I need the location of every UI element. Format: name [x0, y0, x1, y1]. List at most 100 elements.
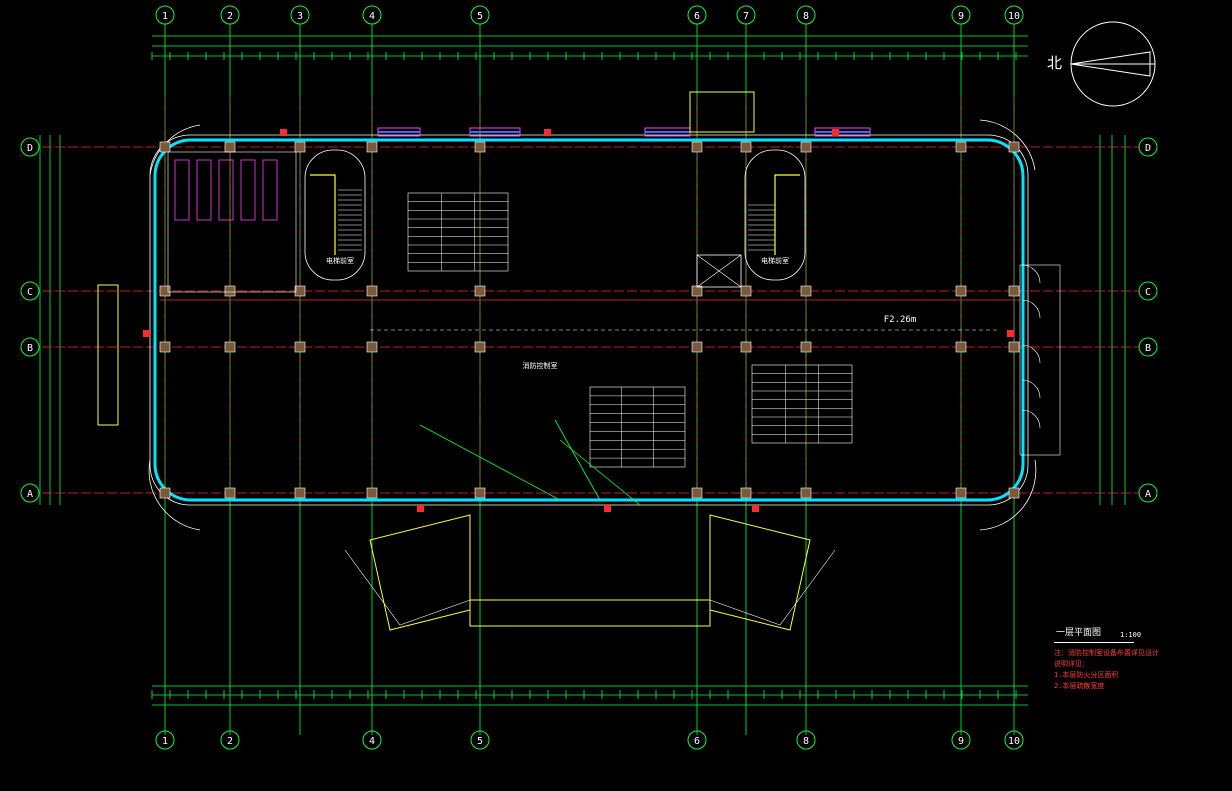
wall-arc	[979, 459, 1037, 531]
axis-label: 1	[162, 736, 168, 747]
axis-bubble	[1004, 5, 1024, 25]
column	[691, 341, 703, 353]
column	[740, 341, 752, 353]
axis-bubble	[362, 5, 382, 25]
equipment-table	[407, 192, 509, 272]
wall-arc	[979, 119, 1036, 171]
axis-bubble	[155, 5, 175, 25]
title-underline	[1054, 642, 1134, 643]
dimension-lines	[39, 35, 1126, 706]
stair-enclosure	[304, 149, 366, 281]
column	[1008, 487, 1020, 499]
column	[740, 141, 752, 153]
axis-bubble	[1004, 730, 1024, 750]
axis-label: 5	[477, 736, 483, 747]
column	[474, 487, 486, 499]
toilet-stall	[218, 159, 234, 221]
note-line: 2.本层疏散宽度	[1054, 682, 1105, 690]
column	[740, 285, 752, 297]
axis-bubble	[687, 730, 707, 750]
drawing-scale: 1:100	[1120, 631, 1142, 639]
column	[740, 487, 752, 499]
room-label: 消防控制室	[523, 361, 558, 370]
column	[955, 341, 967, 353]
north-arrow	[1070, 21, 1156, 107]
column	[224, 487, 236, 499]
axis-label: 9	[958, 11, 964, 22]
column	[474, 141, 486, 153]
axis-label: D	[27, 143, 33, 154]
column	[159, 285, 171, 297]
axis-label: 9	[958, 736, 964, 747]
axis-label: C	[1145, 287, 1151, 298]
axis-bubble	[951, 5, 971, 25]
axis-label: 2	[227, 11, 233, 22]
elevator-cross	[696, 254, 742, 288]
column	[955, 487, 967, 499]
door-swing	[1021, 409, 1041, 429]
column	[224, 341, 236, 353]
note-line: 1.本层防火分区面积	[1054, 671, 1119, 679]
column	[955, 141, 967, 153]
column	[800, 487, 812, 499]
toilet-stall	[174, 159, 190, 221]
axis-label: B	[1145, 343, 1151, 354]
north-label: 北	[1047, 54, 1063, 72]
step-outline	[709, 549, 836, 626]
axis-bubble	[470, 5, 490, 25]
column	[366, 285, 378, 297]
column	[691, 285, 703, 297]
door-swing	[1021, 299, 1041, 319]
door-swing	[1021, 344, 1041, 364]
column	[294, 285, 306, 297]
axis-bubble	[951, 730, 971, 750]
axis-bubble	[20, 337, 40, 357]
stair-enclosure	[744, 149, 806, 281]
wall-outline	[149, 134, 1029, 506]
column	[159, 487, 171, 499]
room-label: 电梯前室	[761, 256, 789, 265]
equipment-table	[589, 386, 686, 468]
axis-label: C	[27, 287, 33, 298]
fire-equipment-marker	[143, 330, 150, 337]
fire-equipment-marker	[280, 129, 287, 136]
axis-bubble	[1138, 137, 1158, 157]
axis-bubble	[736, 5, 756, 25]
level-mark: F2.26m	[884, 315, 917, 325]
fire-equipment-marker	[752, 505, 759, 512]
axis-bubble	[220, 5, 240, 25]
fire-equipment-marker	[417, 505, 424, 512]
equipment-table	[751, 364, 853, 444]
axis-bubble	[1138, 483, 1158, 503]
axis-bubble	[20, 281, 40, 301]
axis-bubble	[155, 730, 175, 750]
column	[474, 285, 486, 297]
entrance-steps	[369, 514, 471, 631]
axis-label: A	[1145, 489, 1151, 500]
axis-bubble	[687, 5, 707, 25]
toilet-stall	[240, 159, 256, 221]
axis-label: 10	[1008, 736, 1020, 747]
entrance-platform	[469, 599, 711, 627]
fire-equipment-marker	[544, 129, 551, 136]
column	[691, 487, 703, 499]
column	[800, 141, 812, 153]
axis-label: 4	[369, 736, 375, 747]
axis-label: 3	[297, 11, 303, 22]
column	[366, 341, 378, 353]
fire-equipment-marker	[832, 129, 839, 136]
column	[294, 487, 306, 499]
axis-label: 8	[803, 736, 809, 747]
drawing-legend: 一层平面图 1:100 注：消防控制室设备布置详见设计 说明详见： 1.本层防火…	[1052, 626, 1230, 746]
column	[691, 141, 703, 153]
toilet-stall	[262, 159, 278, 221]
toilet-stall	[196, 159, 212, 221]
entrance-steps	[709, 514, 811, 631]
axis-label: D	[1145, 143, 1151, 154]
column	[366, 487, 378, 499]
room-label: 电梯前室	[326, 256, 354, 265]
leader-line	[559, 439, 641, 506]
